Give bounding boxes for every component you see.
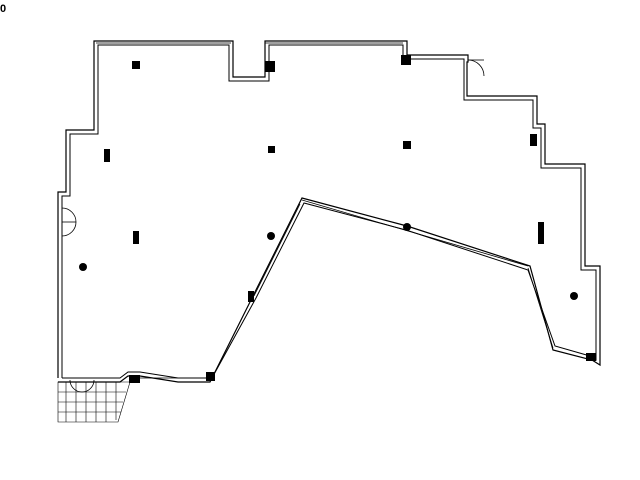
columns bbox=[104, 55, 596, 383]
column bbox=[129, 375, 140, 383]
round-column bbox=[570, 292, 578, 300]
column bbox=[248, 291, 254, 302]
exterior-wall bbox=[57, 40, 601, 383]
stair-grid bbox=[57, 381, 131, 423]
door bbox=[61, 207, 77, 237]
column bbox=[104, 149, 110, 162]
column bbox=[265, 61, 275, 72]
column bbox=[586, 353, 596, 361]
column bbox=[132, 61, 140, 69]
column bbox=[206, 372, 215, 381]
column bbox=[268, 146, 275, 153]
window-strip bbox=[96, 42, 554, 379]
round-columns bbox=[79, 223, 578, 300]
round-column bbox=[267, 232, 275, 240]
column bbox=[401, 55, 411, 65]
column bbox=[538, 222, 544, 244]
page-label: 0 bbox=[0, 3, 7, 15]
round-column bbox=[403, 223, 411, 231]
column bbox=[530, 134, 537, 146]
round-column bbox=[79, 263, 87, 271]
column bbox=[403, 141, 411, 149]
column bbox=[133, 231, 139, 244]
door bbox=[467, 59, 485, 77]
